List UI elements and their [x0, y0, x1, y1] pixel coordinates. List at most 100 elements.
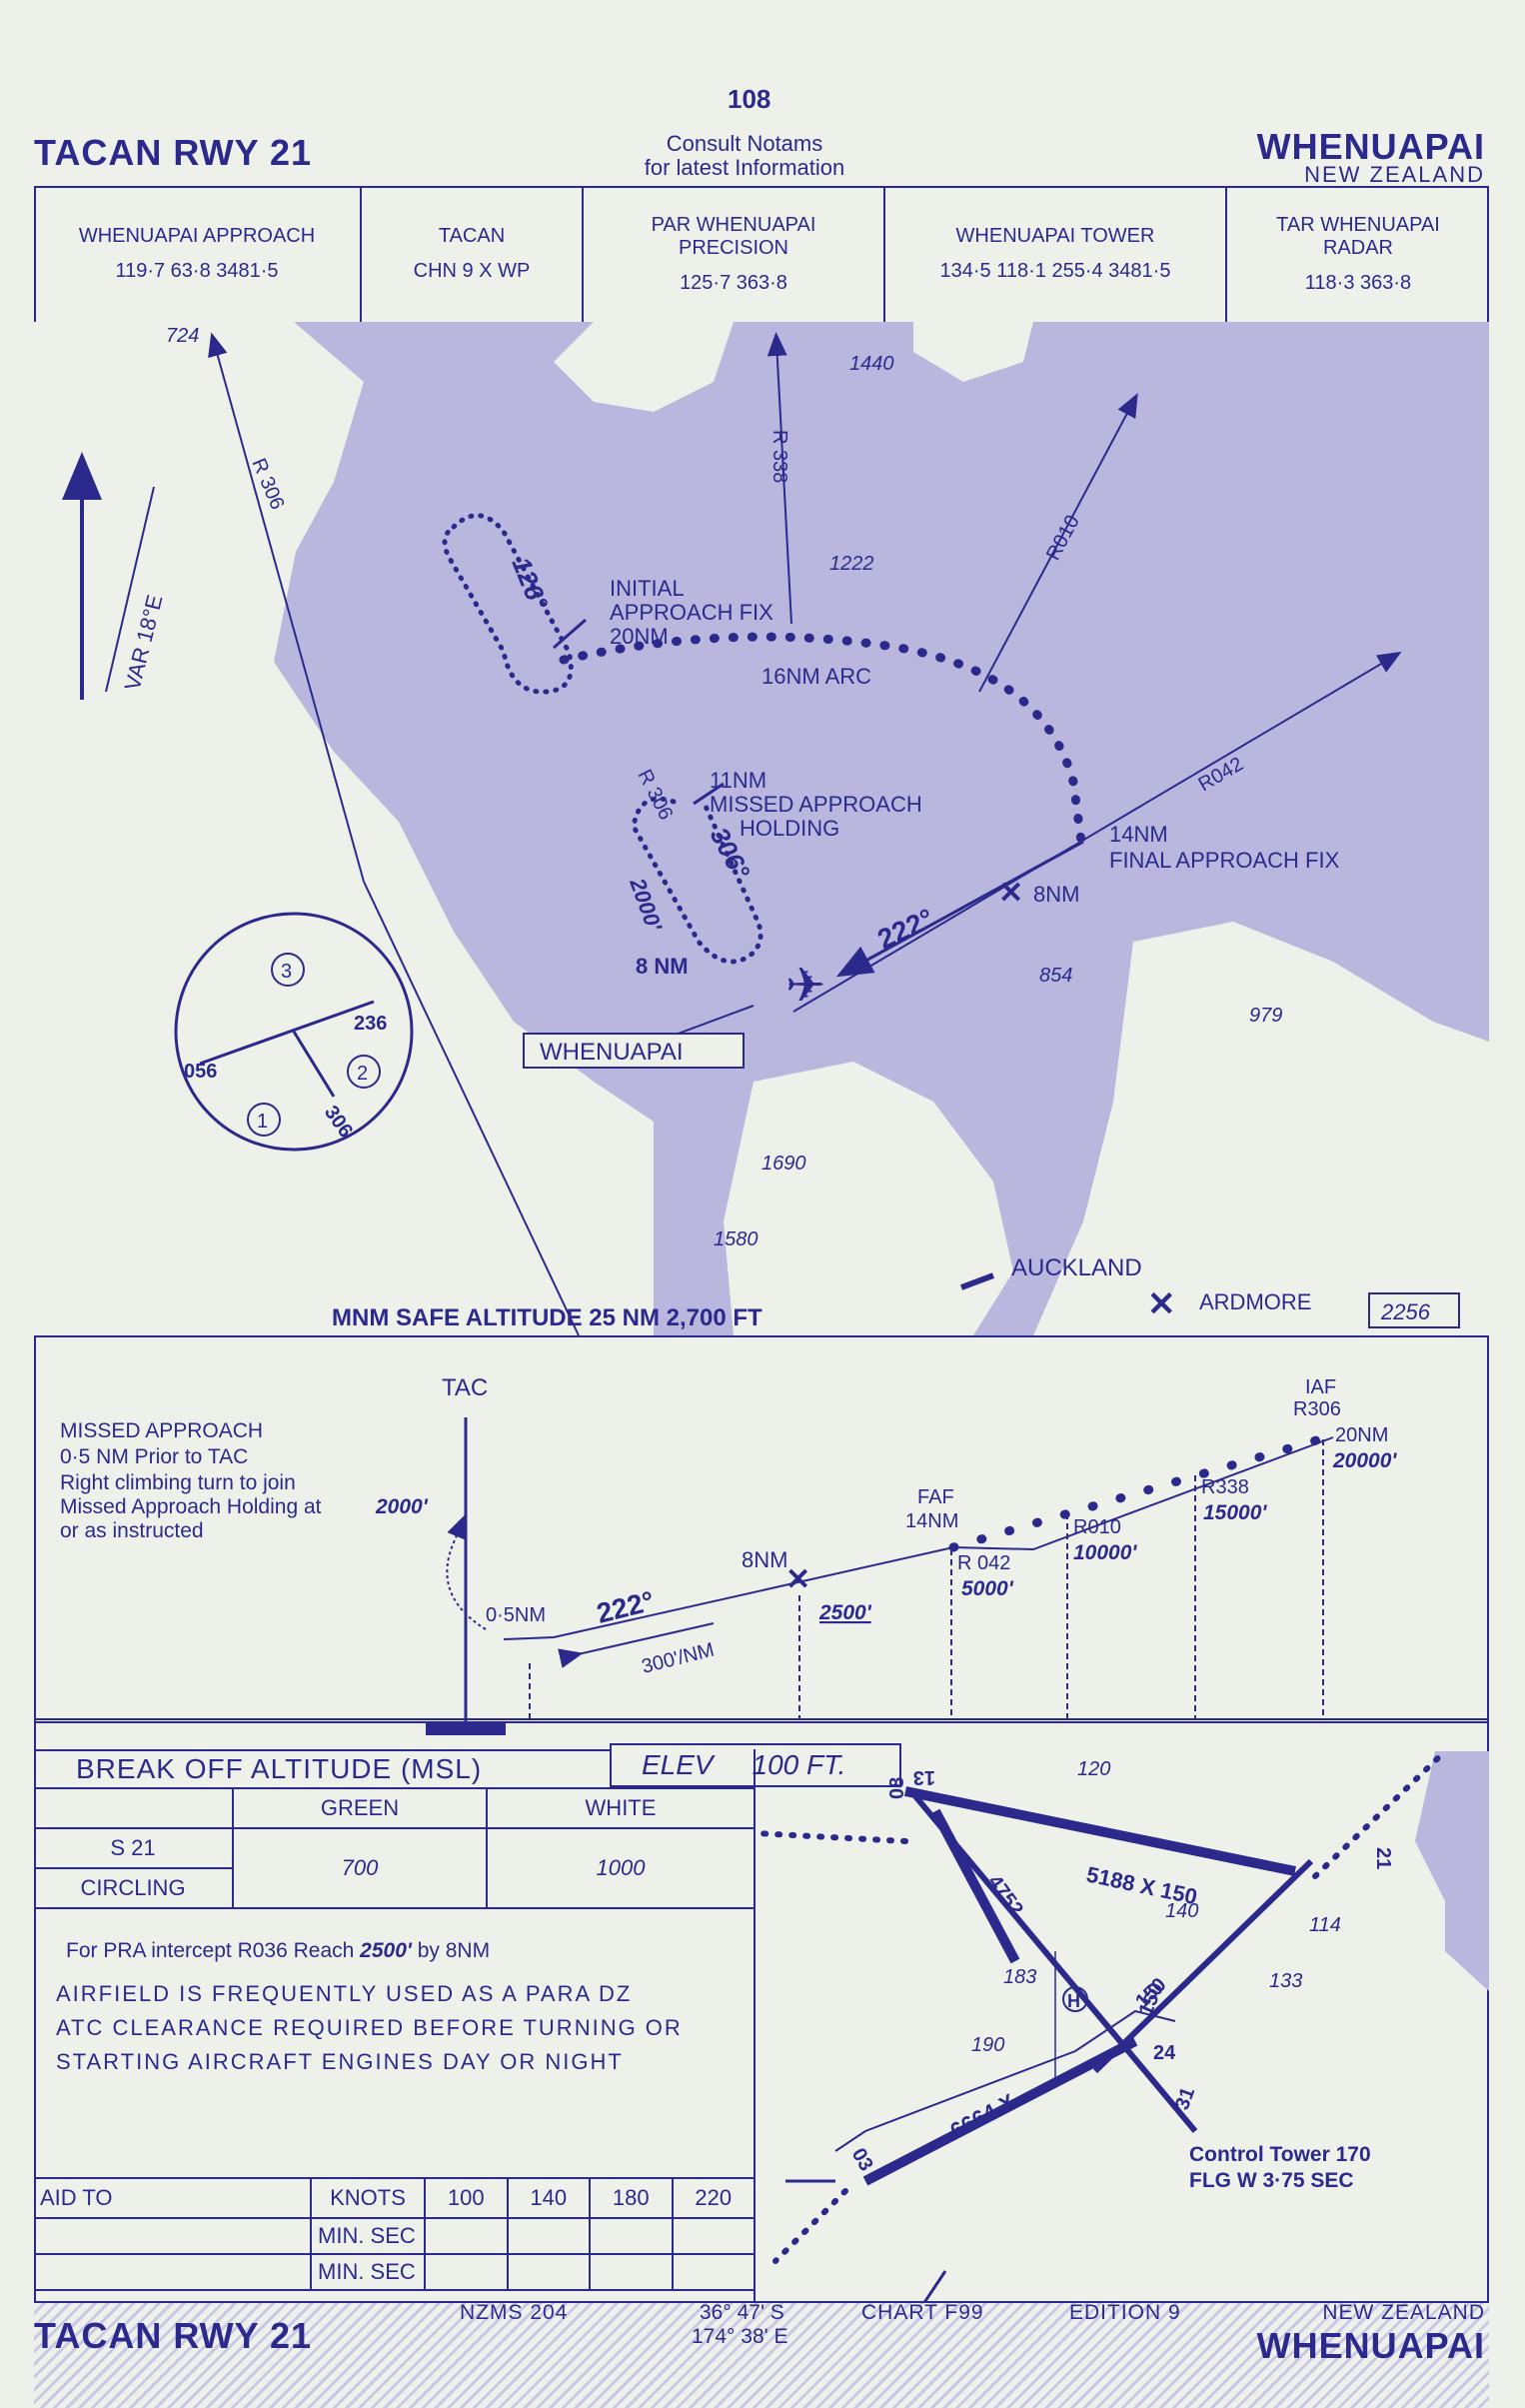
timing-cell: [506, 2253, 591, 2291]
aerodrome-diagram: 5188 X 150 4752 6664 X 150 120 140 114 1…: [756, 1751, 1489, 2303]
approach-lights: [1312, 1751, 1448, 1879]
water-area: [1415, 1751, 1489, 1991]
pra-text: For PRA intercept R036 Reach: [66, 1939, 361, 1962]
frequency-strip: WHENUAPAI APPROACH 119·7 63·8 3481·5 TAC…: [34, 186, 1489, 324]
timing-aid: AID TO: [34, 2177, 312, 2219]
timing-cell: [424, 2253, 509, 2291]
freq-tower: WHENUAPAI TOWER 134·5 118·1 255·4 3481·5: [885, 186, 1227, 322]
ardmore-label: ARDMORE: [1199, 1289, 1311, 1314]
timing-knots: KNOTS: [310, 2177, 426, 2219]
notice: Consult Notams for latest Information: [600, 132, 889, 180]
timing-cell: [671, 2253, 756, 2291]
missed-hold: [631, 796, 763, 965]
footer-title-right: WHENUAPAI: [1256, 2325, 1485, 2366]
map-line: HOLDING: [740, 816, 839, 841]
arc-label: 16NM ARC: [762, 664, 871, 689]
fix8-cross: ✕: [785, 1563, 810, 1596]
speed: 140: [506, 2177, 591, 2219]
freq-name: WHENUAPAI TOWER: [955, 225, 1155, 247]
footer-title-left: TACAN RWY 21: [34, 2315, 313, 2356]
chart-ref-box: [1368, 1292, 1460, 1328]
beacon-label: FLG W 3·75 SEC: [1189, 2169, 1354, 2192]
timing-blank: [34, 2217, 312, 2255]
fix-8nm-label: 8NM: [1033, 882, 1079, 907]
white-value: 1000: [486, 1827, 756, 1909]
freq-par: PAR WHENUAPAI PRECISION 125·7 363·8: [584, 186, 885, 322]
entry-sector-divider: [292, 1031, 336, 1098]
row-circling: CIRCLING: [34, 1867, 234, 1909]
freq-values: CHN 9 X WP: [413, 260, 531, 282]
spot-height: 724: [166, 325, 199, 347]
descent-dots: [948, 1430, 1338, 1552]
sector-heading: 236: [354, 1013, 387, 1035]
land-mass: [1033, 922, 1489, 1335]
heliport-symbol: [1062, 1986, 1088, 2012]
notice-line: for latest Information: [644, 155, 845, 180]
divider: [34, 1335, 1489, 1337]
iaf-label: IAF: [1305, 1376, 1336, 1398]
timing-cell: [671, 2217, 756, 2255]
freq-name: TACAN: [438, 225, 506, 247]
footer-country: NEW ZEALAND: [1322, 2301, 1485, 2324]
notes: AIRFIELD IS FREQUENTLY USED AS A PARA DZ…: [56, 1977, 683, 2079]
note-line: ATC CLEARANCE REQUIRED BEFORE TURNING OR: [56, 2015, 683, 2040]
speed: 100: [424, 2177, 509, 2219]
fix-cross: ✕: [998, 877, 1023, 910]
alt042: 5000': [961, 1577, 1014, 1600]
runway-24: [1092, 1858, 1314, 2074]
col-white: WHITE: [486, 1787, 756, 1829]
msa-label: MNM SAFE ALTITUDE 25 NM 2,700 FT: [332, 1304, 762, 1331]
alt306: 20000': [1332, 1449, 1397, 1472]
auckland-symbol: [959, 1272, 995, 1290]
runway-03-21: [862, 2036, 1138, 2186]
iaf-label: R306: [1293, 1398, 1341, 1420]
minima-corner: [34, 1787, 234, 1829]
spot-height: 979: [1249, 1005, 1282, 1027]
freq-values: 134·5 118·1 255·4 3481·5: [939, 260, 1171, 282]
obstacle-label: 114: [1309, 1914, 1341, 1936]
timing-minsec: MIN. SEC: [310, 2217, 426, 2255]
iaf-tick: [553, 618, 587, 650]
sector-number: 1: [257, 1111, 268, 1133]
note-line: STARTING AIRCRAFT ENGINES DAY OR NIGHT: [56, 2049, 624, 2074]
iaf-line: INITIAL: [610, 576, 685, 601]
spot-height: 1690: [762, 1153, 806, 1175]
footer-nzms: NZMS 204: [460, 2301, 569, 2324]
rwy-number: 08: [886, 1777, 908, 1799]
land-mass: [913, 322, 1033, 382]
faf-line: 14NM: [1109, 822, 1168, 847]
approach-lights: [785, 2179, 947, 2303]
footer-edition: EDITION 9: [1069, 2301, 1181, 2324]
timing-cell: [424, 2217, 509, 2255]
footer-chart: CHART F99: [861, 2301, 984, 2324]
obstacle-label: 120: [1077, 1758, 1110, 1780]
minima-table: GREEN WHITE S 21 700 1000 CIRCLING: [34, 1787, 756, 1909]
missed-line: Missed Approach Holding at: [60, 1495, 322, 1518]
col-green: GREEN: [232, 1787, 488, 1829]
missed-line: 0·5 NM Prior to TAC: [60, 1445, 248, 1468]
footer-hatch: [34, 2303, 1489, 2408]
minima-header: BREAK OFF ALTITUDE (MSL): [34, 1749, 754, 1789]
elevation-box: ELEV 100 FT.: [610, 1743, 901, 1787]
alt8: 2500': [818, 1601, 872, 1624]
rwy-number: 03: [847, 2145, 877, 2175]
tower-label: Control Tower 170: [1189, 2143, 1371, 2166]
airport-name: WHENUAPAI: [540, 1039, 684, 1066]
faf-line: FINAL APPROACH FIX: [1109, 848, 1340, 873]
airport-symbol: ✈: [785, 960, 825, 1013]
rwy-number: 21: [1372, 1847, 1394, 1869]
sector-number: 2: [357, 1063, 368, 1085]
heliport-h: H: [1067, 1991, 1080, 2011]
faf-label: 14NM: [905, 1510, 958, 1532]
r338-label: R338: [1201, 1476, 1249, 1498]
radial-label: R 338: [768, 430, 790, 483]
sector-number: 3: [281, 961, 292, 983]
approach-lights: [772, 2188, 848, 2264]
footer-lat: 36° 47' S: [700, 2301, 784, 2324]
iaf-label: 20NM: [1335, 1424, 1388, 1446]
freq-name: PAR WHENUAPAI PRECISION: [651, 213, 816, 259]
land-mass: [554, 322, 734, 412]
sector-badge: [347, 1055, 381, 1089]
grad-arrow: [558, 1622, 715, 1668]
rwy-number: 13: [913, 1766, 935, 1788]
